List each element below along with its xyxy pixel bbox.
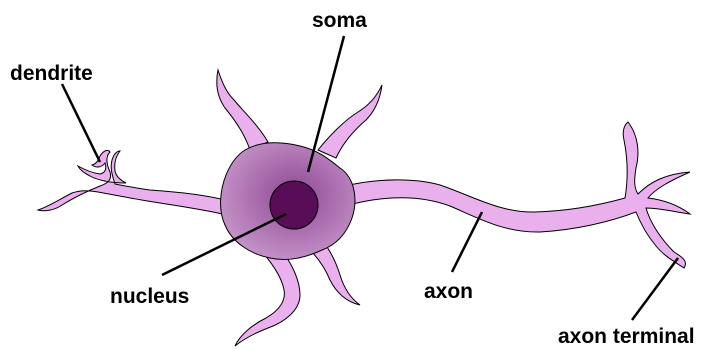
dendrite-label: dendrite [10, 62, 93, 85]
nucleus-label: nucleus [110, 285, 189, 308]
axon-leader-line [452, 212, 482, 272]
axon-shape [345, 122, 690, 268]
upper-left-dendrite [217, 70, 268, 150]
axon-terminal-label: axon terminal [558, 325, 695, 348]
dendrite-leader-line [62, 84, 100, 162]
axon-label: axon [424, 280, 473, 303]
nucleus-circle [270, 181, 318, 229]
left-dendrite [38, 150, 225, 214]
soma-label: soma [312, 9, 367, 32]
axon-terminal-leader-line [632, 258, 678, 320]
lower-dendrite [235, 250, 300, 346]
